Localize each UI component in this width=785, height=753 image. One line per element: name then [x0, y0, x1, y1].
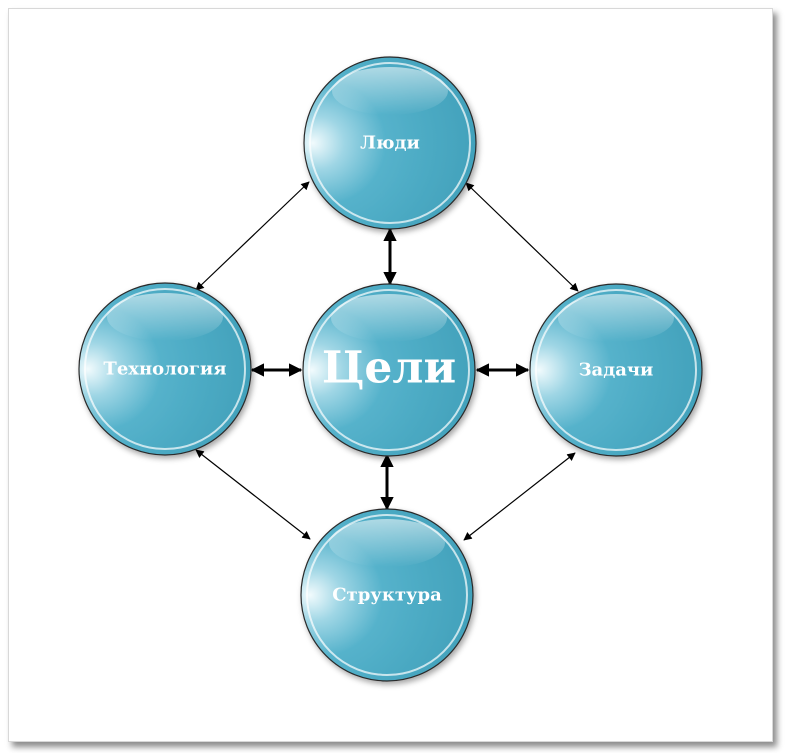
goals-diagram: Люди Технология Цели Задачи Структур: [78, 56, 703, 682]
node-center-label: Цели: [322, 343, 456, 394]
node-bottom: [300, 508, 474, 682]
node-center: [302, 283, 476, 457]
node-right-label: Задачи: [579, 360, 654, 381]
node-top: [303, 56, 477, 230]
arrow-top-right: [465, 182, 579, 292]
node-left: [78, 282, 252, 456]
arrow-top-left: [195, 181, 310, 291]
node-top-label: Люди: [360, 133, 420, 154]
node-bottom-label: Структура: [332, 585, 442, 606]
diagram-frame: Люди Технология Цели Задачи Структур: [8, 8, 773, 742]
node-right: [529, 283, 703, 457]
arrow-left-bottom: [195, 449, 311, 540]
node-left-label: Технология: [103, 359, 226, 380]
arrow-right-bottom: [463, 452, 576, 541]
